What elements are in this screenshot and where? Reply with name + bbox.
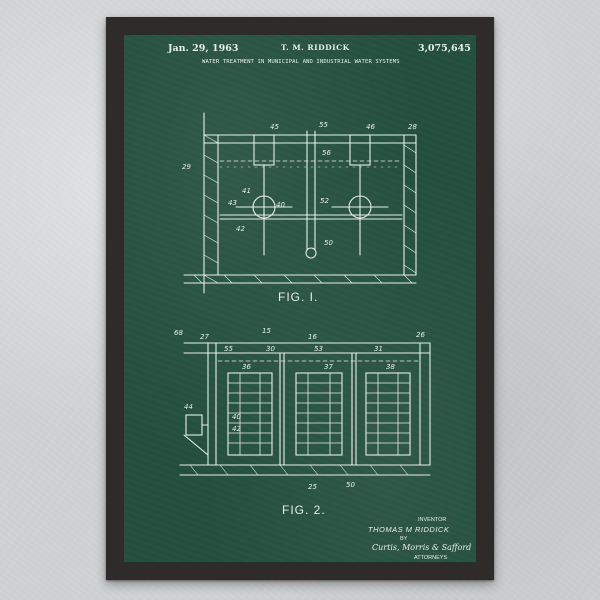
- fig1-ref: 50: [324, 239, 333, 247]
- fig2-ref: 30: [266, 345, 275, 353]
- fig2-ref: 27: [200, 333, 209, 341]
- fig2-label: FIG. 2.: [282, 503, 326, 517]
- inventor-label: INVENTOR: [418, 517, 447, 523]
- fig1-ref: 41: [242, 187, 251, 195]
- fig2-ref: 44: [184, 403, 193, 411]
- fig1-drawing: [183, 112, 417, 294]
- fig2-drawing: [179, 342, 431, 476]
- fig2-ref: 37: [324, 363, 333, 371]
- fig1-ref: 55: [319, 121, 328, 129]
- attorneys-label: ATTORNEYS: [414, 555, 448, 561]
- fig1-ref: 29: [182, 163, 191, 171]
- fig1-ref: 43: [228, 199, 237, 207]
- fig1-ref: 56: [322, 149, 331, 157]
- patent-inventor-header: T. M. RIDDICK: [281, 43, 350, 52]
- fig1-ref: 40: [276, 201, 285, 209]
- patent-date: Jan. 29, 1963: [168, 43, 239, 54]
- fig2-ref: 42: [232, 425, 241, 433]
- fig2-ref: 68: [174, 329, 183, 337]
- fig2-ref: 26: [416, 331, 425, 339]
- chalkboard-patent-print: Jan. 29, 1963 T. M. RIDDICK 3,075,645 WA…: [124, 35, 476, 562]
- fig2-ref: 55: [224, 345, 233, 353]
- fig1-ref: 52: [320, 197, 329, 205]
- fig2-ref: 53: [314, 345, 323, 353]
- fig2-ref: 15: [262, 327, 271, 335]
- attorney-signature: Curtis, Morris & Safford: [372, 543, 472, 552]
- fig1-ref: 46: [366, 123, 375, 131]
- fig1-ref: 28: [408, 123, 417, 131]
- fig2-ref: 25: [308, 483, 317, 491]
- fig2-ref: 16: [308, 333, 317, 341]
- fig2-ref: 38: [386, 363, 395, 371]
- fig1-label: FIG. I.: [278, 290, 319, 304]
- fig2-ref: 31: [374, 345, 383, 353]
- fig1-ref: 45: [270, 123, 279, 131]
- fig1-ref: 42: [236, 225, 245, 233]
- by-label: BY: [400, 536, 408, 542]
- fig2-ref: 40: [232, 413, 241, 421]
- fig2-ref: 50: [346, 481, 355, 489]
- picture-frame: Jan. 29, 1963 T. M. RIDDICK 3,075,645 WA…: [106, 17, 494, 580]
- inventor-name: THOMAS M RIDDICK: [368, 525, 450, 534]
- patent-drawing: 45 55 46 28 29 56 41 52 43 40 42 50 68 2…: [174, 112, 431, 491]
- patent-title: WATER TREATMENT IN MUNICIPAL AND INDUSTR…: [202, 59, 400, 65]
- fig2-ref: 36: [242, 363, 251, 371]
- patent-number: 3,075,645: [418, 43, 471, 54]
